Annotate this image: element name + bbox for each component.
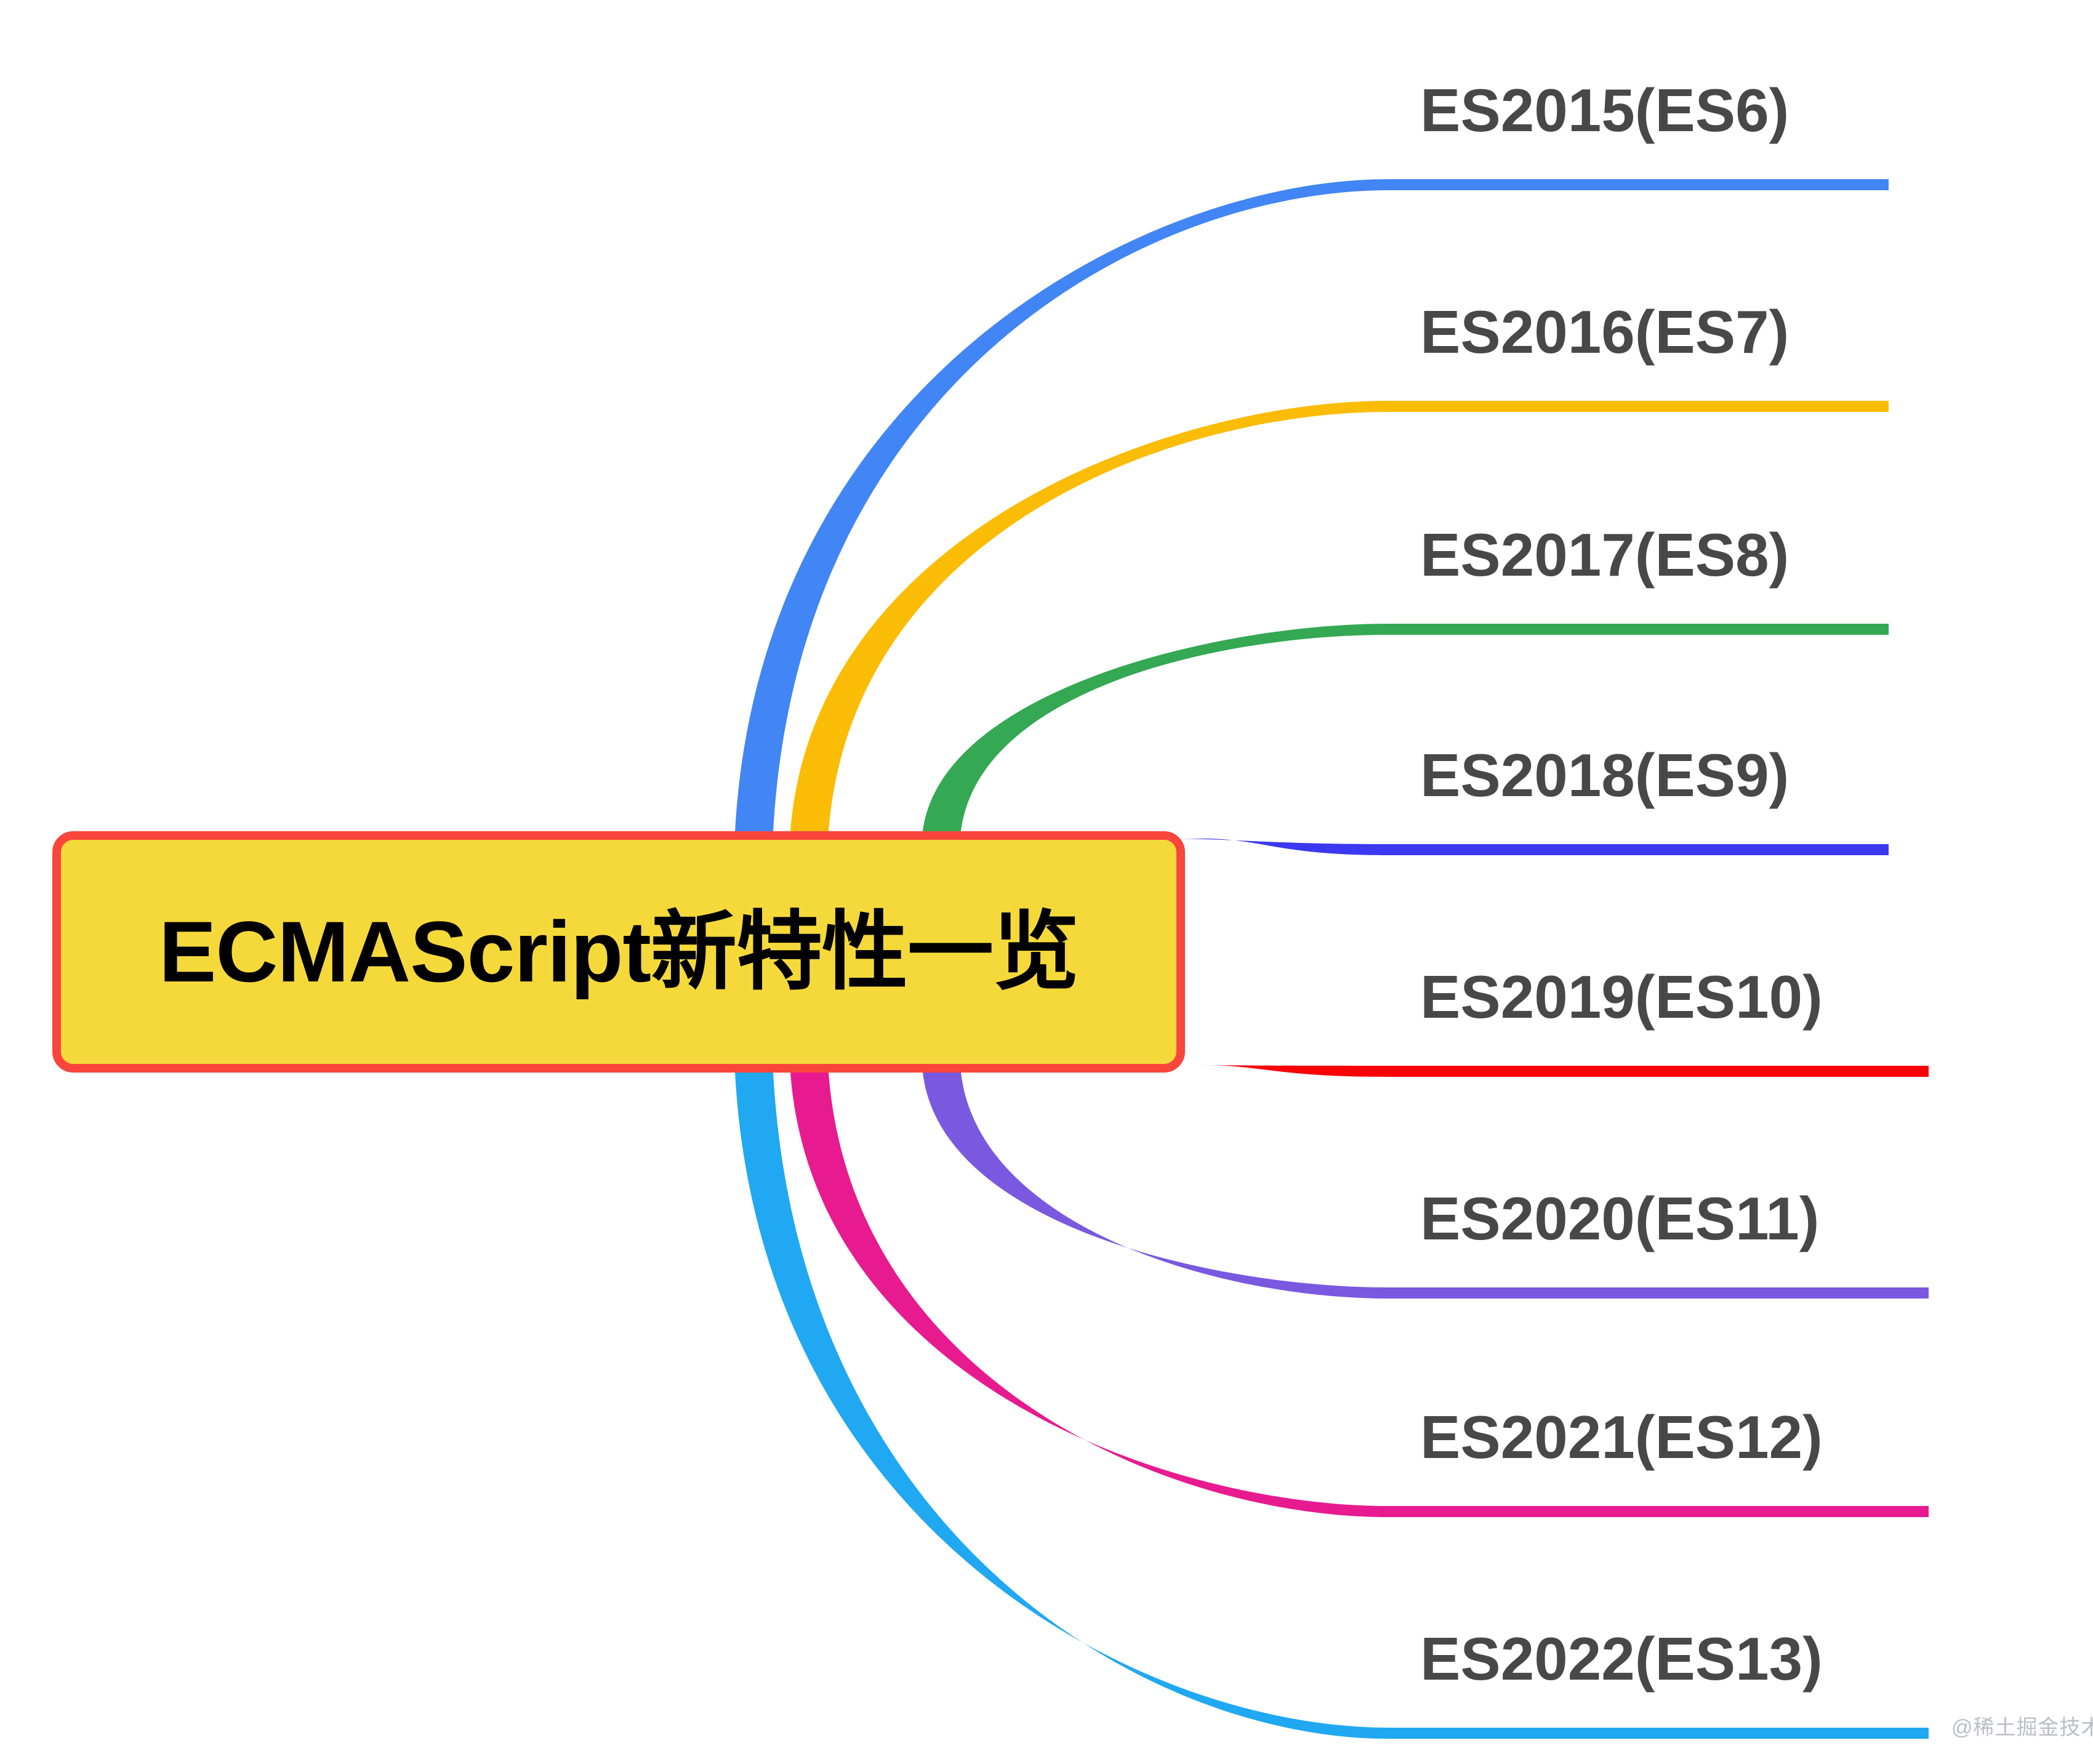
branch-label-es2016[interactable]: ES2016(ES7) <box>1420 298 1790 366</box>
root-node[interactable]: ECMAScript新特性一览 <box>52 831 1185 1073</box>
branch-label-es2017[interactable]: ES2017(ES8) <box>1420 521 1790 589</box>
branch-label-es2021[interactable]: ES2021(ES12) <box>1420 1403 1823 1471</box>
branch-label-es2015[interactable]: ES2015(ES6) <box>1420 76 1790 144</box>
branch-label-es2020[interactable]: ES2020(ES11) <box>1420 1185 1820 1252</box>
branch-curve-es2018 <box>1168 839 1388 855</box>
root-node-label: ECMAScript新特性一览 <box>159 903 1079 1000</box>
branch-curve-es2019 <box>1168 1065 1388 1077</box>
branch-curve-es2016 <box>790 401 1388 831</box>
branch-curve-es2020 <box>923 1073 1388 1299</box>
branch-label-es2019[interactable]: ES2019(ES10) <box>1420 963 1823 1031</box>
branch-curve-es2017 <box>923 624 1388 831</box>
branch-label-es2022[interactable]: ES2022(ES13) <box>1420 1625 1823 1693</box>
watermark: @稀土掘金技术社区 <box>1951 1716 2093 1739</box>
branch-label-es2018[interactable]: ES2018(ES9) <box>1420 741 1790 809</box>
branch-curve-es2021 <box>790 1073 1388 1517</box>
